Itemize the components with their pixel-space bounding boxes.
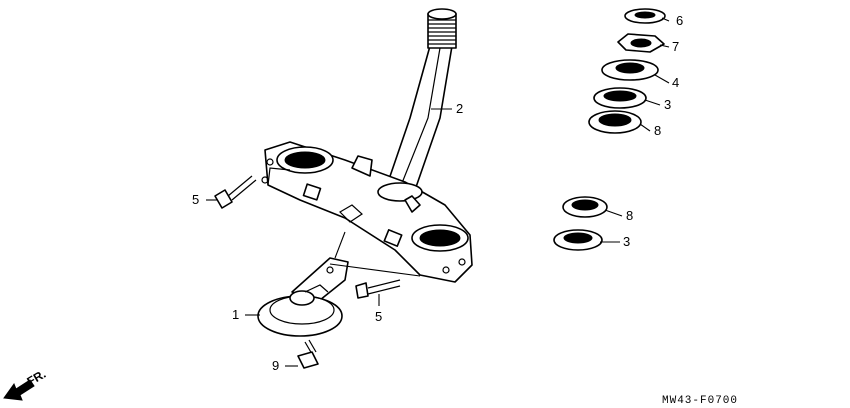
adjusting-nut [601, 59, 659, 81]
callout-7: 7 [672, 39, 679, 54]
callout-3-lower: 3 [623, 234, 630, 249]
diagram-code: MW43-F0700 [662, 395, 738, 407]
bolt-left [214, 175, 257, 209]
callout-6: 6 [676, 13, 683, 28]
lower-bracket [261, 141, 473, 283]
lock-washer [617, 33, 665, 53]
leader-lines [206, 17, 670, 367]
lower-bearing [553, 229, 603, 251]
lower-race [562, 196, 608, 218]
front-arrow-icon [3, 379, 35, 401]
horn-bolt [297, 339, 319, 369]
upper-race [588, 110, 642, 134]
callout-8-upper: 8 [654, 123, 661, 138]
lock-nut [624, 8, 666, 24]
bolt-right [355, 279, 401, 299]
horn [257, 257, 349, 337]
callout-2: 2 [456, 101, 463, 116]
upper-bearing [593, 87, 647, 109]
callout-3-upper: 3 [664, 97, 671, 112]
callout-1: 1 [232, 307, 239, 322]
callout-4: 4 [672, 75, 679, 90]
callout-8-lower: 8 [626, 208, 633, 223]
steering-stem [385, 8, 457, 191]
callout-5-left: 5 [192, 192, 199, 207]
callout-9: 9 [272, 358, 279, 373]
callout-5-right: 5 [375, 309, 382, 324]
